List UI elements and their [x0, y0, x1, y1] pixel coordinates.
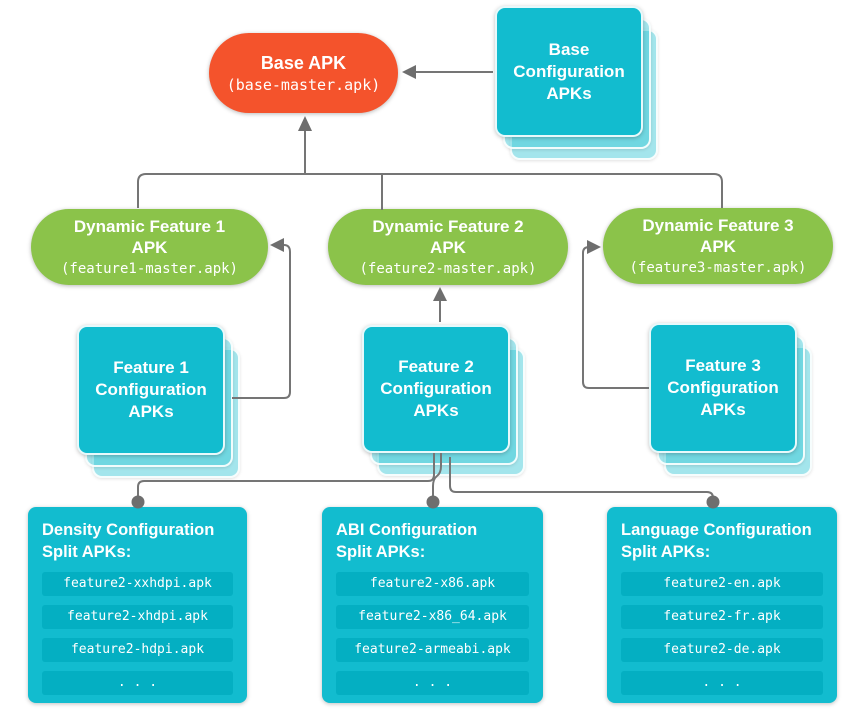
feature2-configuration-apks-label: Feature 2 Configuration APKs: [362, 325, 510, 453]
feature1-title-line2: APK: [131, 237, 168, 257]
heading-line: Split APKs:: [621, 543, 711, 561]
card-line: Feature 1: [113, 358, 189, 377]
connector-trunk: [137, 173, 723, 208]
feature2-configuration-apks-card: Feature 2 Configuration APKs: [362, 325, 525, 476]
arrowhead-into-base-icon: [402, 65, 416, 79]
feature3-title: Dynamic Feature 3: [642, 215, 794, 235]
language-split-apks-box: Language Configuration Split APKs: featu…: [607, 507, 837, 703]
base-apk-node: Base APK (base-master.apk): [209, 33, 398, 113]
card-line: APKs: [546, 83, 592, 103]
dynamic-feature-2-node: Dynamic Feature 2 APK (feature2-master.a…: [328, 209, 568, 285]
card-line: Feature 3: [685, 356, 761, 375]
base-configuration-apks-card: Base Configuration APKs: [495, 6, 658, 160]
base-apk-filename: (base-master.apk): [226, 75, 381, 94]
apk-list-item: feature2-xhdpi.apk: [42, 605, 233, 629]
card-line: Feature 2: [398, 357, 474, 376]
feature3-configuration-apks-label: Feature 3 Configuration APKs: [649, 323, 797, 453]
feature3-configuration-apks-card: Feature 3 Configuration APKs: [649, 323, 812, 476]
feature1-filename: (feature1-master.apk): [60, 260, 238, 277]
apk-list-item: feature2-x86.apk: [336, 572, 529, 596]
card-line: APKs: [128, 402, 174, 421]
feature2-title-line2: APK: [430, 237, 466, 257]
feature3-filename: (feature3-master.apk): [629, 259, 807, 276]
abi-split-apks-box: ABI Configuration Split APKs: feature2-x…: [322, 507, 543, 703]
feature3-title-line2: APK: [700, 236, 736, 256]
apk-list-item: feature2-x86_64.apk: [336, 605, 529, 629]
apk-list-item: feature2-hdpi.apk: [42, 638, 233, 662]
apk-list-item: feature2-armeabi.apk: [336, 638, 529, 662]
feature1-configuration-apks-card: Feature 1 Configuration APKs: [77, 325, 240, 478]
apk-list-item: feature2-de.apk: [621, 638, 823, 662]
arrowhead-into-feature2-icon: [433, 287, 447, 301]
card-line: Configuration: [513, 61, 625, 81]
feature1-title: Dynamic Feature 1: [73, 216, 226, 236]
apk-list-item: feature2-fr.apk: [621, 605, 823, 629]
heading-line: Split APKs:: [42, 543, 132, 561]
base-apk-title: Base APK: [260, 52, 347, 73]
heading-line: ABI Configuration: [336, 521, 478, 539]
heading-line: Language Configuration: [621, 521, 812, 539]
arrowhead-into-feature3-icon: [587, 240, 601, 254]
apk-list-item: . . .: [621, 671, 823, 695]
abi-split-heading: ABI Configuration Split APKs:: [336, 519, 529, 563]
card-line: Configuration: [380, 379, 492, 398]
heading-line: Split APKs:: [336, 543, 426, 561]
language-split-heading: Language Configuration Split APKs:: [621, 519, 823, 563]
card-line: Configuration: [95, 380, 207, 399]
apk-list-item: feature2-en.apk: [621, 572, 823, 596]
feature2-filename: (feature2-master.apk): [359, 260, 537, 277]
dynamic-feature-3-node: Dynamic Feature 3 APK (feature3-master.a…: [603, 208, 833, 284]
apk-list-item: feature2-xxhdpi.apk: [42, 572, 233, 596]
heading-line: Density Configuration: [42, 521, 215, 539]
dynamic-feature-1-node: Dynamic Feature 1 APK (feature1-master.a…: [31, 209, 268, 285]
apk-list-item: . . .: [42, 671, 233, 695]
card-line: Configuration: [667, 378, 779, 397]
density-split-heading: Density Configuration Split APKs:: [42, 519, 233, 563]
density-split-apks-box: Density Configuration Split APKs: featur…: [28, 507, 247, 703]
base-configuration-apks-label: Base Configuration APKs: [495, 6, 643, 137]
card-line: APKs: [413, 401, 459, 420]
arrowhead-into-base-bottom-icon: [298, 116, 312, 131]
arrowhead-into-feature1-icon: [270, 238, 284, 252]
card-line: Base: [548, 39, 590, 59]
feature1-configuration-apks-label: Feature 1 Configuration APKs: [77, 325, 225, 455]
apk-list-item: . . .: [336, 671, 529, 695]
feature2-title: Dynamic Feature 2: [372, 216, 524, 236]
card-line: APKs: [700, 400, 746, 419]
